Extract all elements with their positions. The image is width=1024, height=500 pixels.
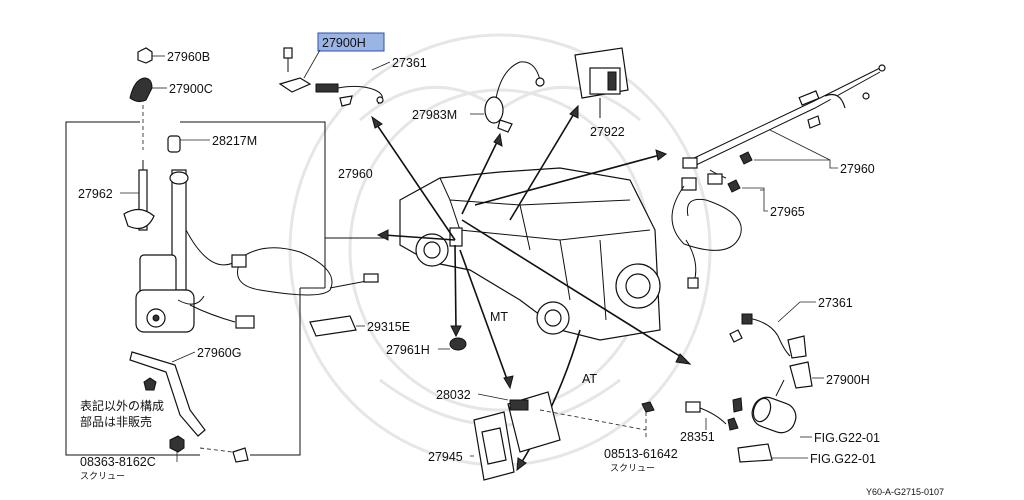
bracket-27960G: 27960G <box>129 346 241 437</box>
harness-27361-top: 27361 <box>315 56 427 107</box>
label-fig-g22-a: FIG.G22-01 <box>814 431 880 445</box>
label-27900H-top: 27900H <box>322 36 366 50</box>
bracket-27945: 27945 <box>428 411 515 481</box>
switch-27922: 27922 <box>574 47 629 139</box>
bracket-27900H-right: 27900H <box>789 361 870 389</box>
antenna-motor-right: FIG.G22-01 FIG.G22-01 <box>732 379 880 466</box>
label-29315E: 29315E <box>367 320 410 334</box>
pad-29315E: 29315E <box>309 315 410 337</box>
amplifier-28032: 28032 <box>436 388 561 453</box>
label-27960B: 27960B <box>167 50 210 64</box>
label-at: AT <box>582 372 597 386</box>
label-27962: 27962 <box>78 187 113 201</box>
label-28217M: 28217M <box>212 134 257 148</box>
collar-28217M: 28217M <box>167 134 257 153</box>
diagram-code: Y60-A-G2715-0107 <box>866 487 944 497</box>
label-27965: 27965 <box>770 205 805 219</box>
label-08513: 08513-61642 <box>604 447 678 461</box>
label-mt: MT <box>490 310 508 324</box>
label-27983M: 27983M <box>412 108 457 122</box>
label-27900C: 27900C <box>169 82 213 96</box>
label-27361-top: 27361 <box>392 56 427 70</box>
bracket-27900H-top: 27900H <box>278 32 385 93</box>
noise-suppressor-27983M: 27983M <box>412 61 545 133</box>
power-antenna-motor <box>135 169 379 333</box>
label-27945: 27945 <box>428 450 463 464</box>
screw-08513: 08513-61642 スクリュー <box>539 401 678 473</box>
note-line-1: 表記以外の構成 <box>80 398 164 413</box>
label-fig-g22-b: FIG.G22-01 <box>810 452 876 466</box>
harness-27361-right: 27361 <box>729 296 853 359</box>
label-27960-right: 27960 <box>840 162 875 176</box>
screw-08363: 08363-8162C スクリュー <box>80 435 249 481</box>
label-27960G: 27960G <box>197 346 241 360</box>
cable-27965: 27965 <box>671 173 805 289</box>
label-28032: 28032 <box>436 388 471 402</box>
bezel-27900C: 27900C <box>129 77 213 150</box>
rear-antenna-cable: 27960 <box>682 64 886 179</box>
antenna-mast-27962: 27962 <box>78 160 155 231</box>
label-08513-sub: スクリュー <box>610 463 655 473</box>
label-27960-left: 27960 <box>338 167 373 181</box>
label-08363: 08363-8162C <box>80 455 156 469</box>
highlight-box <box>317 32 385 52</box>
cap-27961H: 27961H <box>386 337 467 357</box>
label-27361-right: 27361 <box>818 296 853 310</box>
vehicle-illustration <box>399 167 661 341</box>
antenna-assembly-frame <box>65 121 385 456</box>
label-08363-sub: スクリュー <box>80 471 125 481</box>
not-sold-note: 表記以外の構成 部品は非販売 <box>80 398 164 429</box>
label-27900H-right: 27900H <box>826 373 870 387</box>
label-27922: 27922 <box>590 125 625 139</box>
note-line-2: 部品は非販売 <box>80 414 152 429</box>
relay-28351: 28351 <box>680 401 739 444</box>
cable-27960-left: 27960 <box>338 167 373 181</box>
nut-27960B: 27960B <box>137 47 210 64</box>
label-27961H: 27961H <box>386 343 430 357</box>
label-28351: 28351 <box>680 430 715 444</box>
